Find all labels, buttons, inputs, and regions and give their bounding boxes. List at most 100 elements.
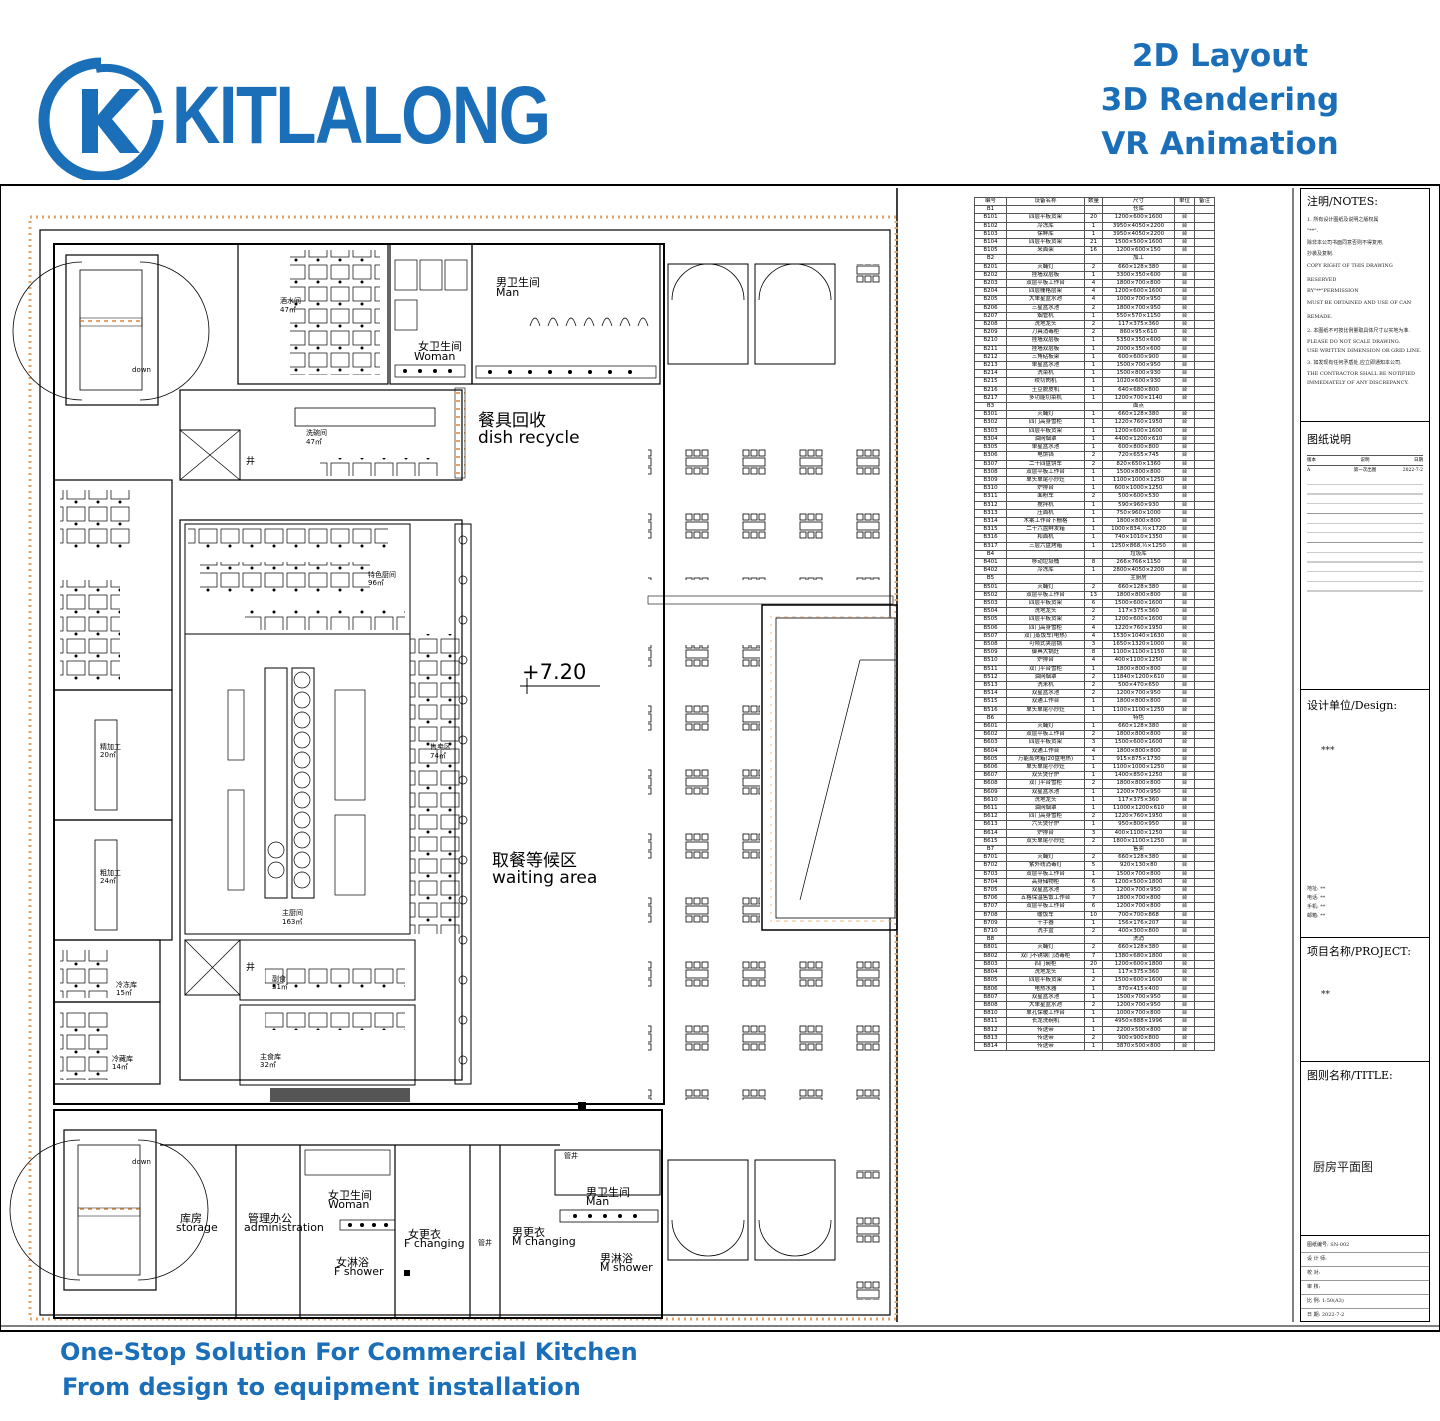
table-cell: B803 <box>974 959 1007 970</box>
table-cell <box>1194 320 1215 330</box>
table-cell: 台 <box>1174 484 1195 494</box>
table-cell: 台 <box>1174 861 1195 871</box>
table-cell: B806 <box>974 984 1007 994</box>
table-cell: 双门平台雪柜 <box>1006 664 1085 674</box>
table-cell: 长龙洗碗机 <box>1006 1017 1085 1027</box>
table-cell: 冷冻库 <box>1006 566 1085 576</box>
table-cell: 数量 <box>1084 196 1103 207</box>
sales-area: 售卖区 <box>430 743 451 751</box>
table-cell: 950×800×950 <box>1102 820 1175 830</box>
table-cell: 台 <box>1174 738 1195 748</box>
table-cell: 660×128×380 <box>1102 262 1175 272</box>
table-cell: 820×650×1360 <box>1102 459 1175 469</box>
table-cell: 台 <box>1174 582 1195 592</box>
design-section: 设计单位/Design: *** 地址: ** 电话: ** 手机: ** 邮箱… <box>1301 689 1429 938</box>
stair-down-bottom: down <box>132 1158 151 1166</box>
wine-room: 酒水间 <box>280 297 301 305</box>
table-cell: B308 <box>974 467 1007 477</box>
rough-process: 粗加工 <box>100 869 121 877</box>
table-cell <box>1194 574 1215 584</box>
table-cell: 1 <box>1084 525 1103 535</box>
table-cell: 台 <box>1174 746 1195 756</box>
table-cell <box>1194 443 1215 453</box>
tagline-line-1: One-Stop Solution For Commercial Kitchen <box>60 1338 638 1366</box>
table-cell: 1 <box>1084 500 1103 510</box>
table-cell: 5350×350×600 <box>1102 336 1175 346</box>
table-cell: 1 <box>1084 369 1103 379</box>
table-cell: B807 <box>974 992 1007 1002</box>
table-cell: 台 <box>1174 566 1195 576</box>
note-line: COPY RIGHT OF THIS DRAWING RESERVED <box>1307 263 1393 283</box>
table-cell: B305 <box>974 443 1007 453</box>
contact-mobile: 手机: ** <box>1307 904 1326 910</box>
table-cell: B608 <box>974 779 1007 789</box>
table-cell <box>1084 402 1103 412</box>
table-cell: 2 <box>1084 853 1103 863</box>
rough-process-area: 24㎡ <box>100 877 116 885</box>
note-line: "**". <box>1307 228 1319 234</box>
table-cell: 台 <box>1174 279 1195 289</box>
table-cell: 四层栅格层架 <box>1006 287 1085 297</box>
table-cell: 台 <box>1174 492 1195 502</box>
table-cell <box>1194 566 1215 576</box>
table-cell: 四门碗柜 <box>1006 959 1085 970</box>
table-cell: 灭蝇灯 <box>1006 262 1085 272</box>
table-cell: 860×95×610 <box>1102 328 1175 338</box>
table-cell <box>1194 311 1215 322</box>
table-cell: B613 <box>974 820 1007 830</box>
table-cell: 1 <box>1084 795 1103 806</box>
table-cell: 大单星盆水池 <box>1006 1000 1085 1011</box>
table-cell: B310 <box>974 484 1007 494</box>
table-cell: B510 <box>974 656 1007 666</box>
table-cell <box>1194 598 1215 609</box>
pipe-shaft-side: 管井 <box>478 1239 492 1247</box>
table-cell: B814 <box>974 1041 1007 1052</box>
table-cell <box>1194 959 1215 970</box>
table-cell <box>1194 475 1215 486</box>
rev-date: 2022-7-2 <box>1402 468 1423 473</box>
table-cell: 1 <box>1084 869 1103 879</box>
table-cell <box>1194 500 1215 510</box>
table-cell: 117×375×360 <box>1102 795 1175 806</box>
table-cell: 6 <box>1084 877 1103 888</box>
table-cell: 台 <box>1174 886 1195 896</box>
table-cell: 洗消 <box>1102 935 1175 945</box>
table-cell: 1200×700×800 <box>1102 902 1175 912</box>
table-cell: B804 <box>974 968 1007 978</box>
table-cell: B209 <box>974 328 1007 338</box>
table-cell: 双层平板工作台 <box>1006 467 1085 477</box>
table-cell: B316 <box>974 533 1007 543</box>
brand-name: KITLALONG <box>172 70 551 161</box>
table-cell: B8 <box>974 935 1007 945</box>
table-cell <box>1194 377 1215 387</box>
table-cell: 洗米机 <box>1006 680 1085 691</box>
table-cell: 台 <box>1174 525 1195 535</box>
table-cell: 1800×800×800 <box>1102 746 1175 756</box>
table-cell: 米面架 <box>1006 246 1085 256</box>
table-cell: 1200×700×950 <box>1102 886 1175 896</box>
table-cell: 740×1010×1350 <box>1102 533 1175 543</box>
notes-section: 注明/NOTES: 1. 所有设计图纸及说明之版权属"**".除非本公司书面同意… <box>1301 189 1429 422</box>
table-cell: 1000×700×950 <box>1102 295 1175 305</box>
table-cell: B802 <box>974 951 1007 961</box>
table-cell: 1380×680×1800 <box>1102 951 1175 961</box>
table-cell <box>1194 631 1215 641</box>
table-cell <box>1194 787 1215 797</box>
table-cell: 洗手盆 <box>1006 927 1085 937</box>
table-cell <box>1194 648 1215 658</box>
